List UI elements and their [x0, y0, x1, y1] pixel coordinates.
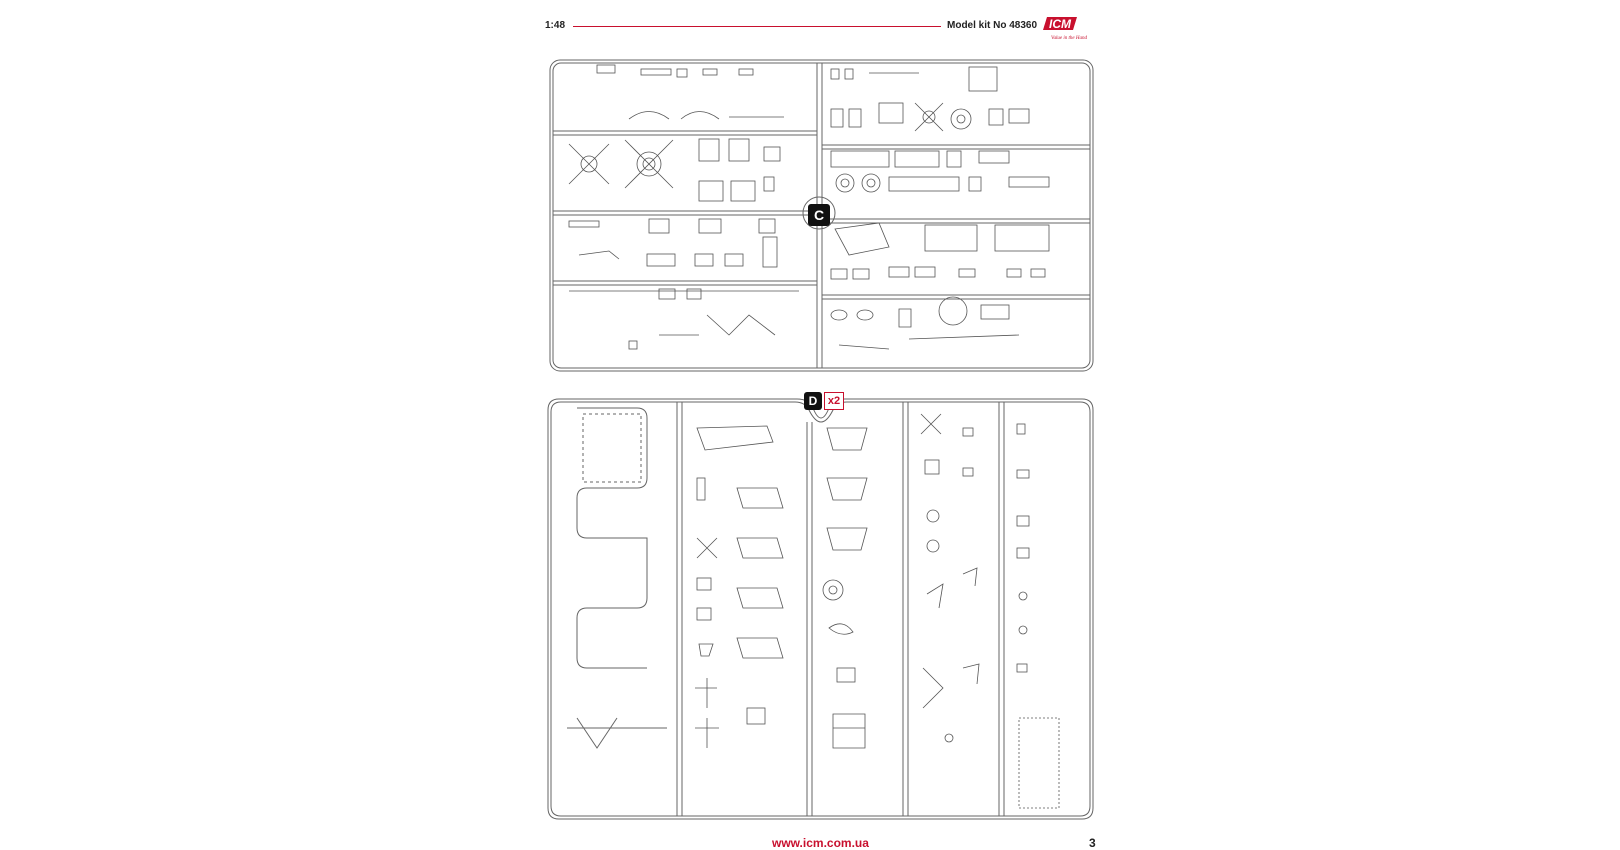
website-link[interactable]: www.icm.com.ua: [772, 836, 869, 850]
sprue-d-drawing: [547, 398, 1094, 820]
kit-number: Model kit No 48360: [947, 20, 1038, 31]
icm-logo: ICM Value in the Hand: [1043, 17, 1087, 41]
scale-label: 1:48: [545, 20, 566, 31]
page-number: 3: [1089, 836, 1096, 850]
sprue-c-frame: [549, 59, 1094, 372]
sprue-d-frame: [547, 398, 1094, 820]
svg-text:Value in the Hand: Value in the Hand: [1051, 36, 1087, 41]
sprue-c-drawing: [549, 59, 1094, 372]
header-rule: [573, 26, 941, 27]
sprue-d-label: D: [804, 392, 822, 410]
page-header: 1:48 Model kit No 48360 ICM Value in the…: [545, 14, 1087, 44]
sprue-c-label: C: [808, 204, 830, 226]
svg-text:ICM: ICM: [1049, 17, 1072, 31]
sprue-d-multiplier: x2: [824, 392, 844, 410]
